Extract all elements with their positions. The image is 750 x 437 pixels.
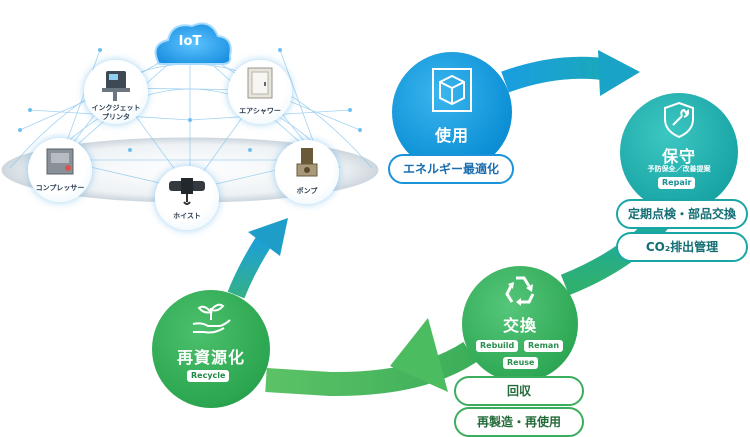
arrow-use-to-maintenance (501, 56, 612, 93)
device-label: エアシャワー (239, 107, 281, 115)
arrowhead-top (598, 50, 640, 96)
iot-title: IoT (178, 34, 202, 49)
stage-exchange: 交換 Rebuild Reman Reuse (462, 266, 578, 382)
hoist-icon (169, 178, 205, 205)
recycle-tag: Recycle (187, 370, 230, 382)
network-nodes (18, 48, 362, 152)
air-shower-icon (247, 67, 273, 99)
device-label-line2: プリンタ (102, 113, 130, 121)
maintenance-detail-2: CO₂排出管理 (616, 232, 748, 262)
maintenance-detail-1: 定期点検・部品交換 (616, 199, 748, 229)
use-detail: エネルギー最適化 (388, 154, 514, 184)
device-label: ホイスト (173, 212, 201, 220)
arrow-exchange-to-recycle (265, 341, 477, 397)
inkjet-printer-icon (102, 71, 130, 101)
exchange-detail-1: 回収 (454, 376, 584, 406)
device-label: ポンプ (296, 187, 318, 195)
cube-icon (432, 68, 472, 112)
repair-tag: Repair (658, 177, 696, 189)
compressor-icon (46, 148, 74, 175)
arrowhead-bottom (390, 318, 448, 392)
arrowhead-left (248, 218, 288, 256)
shield-wrench-icon (664, 101, 694, 139)
stage-title: 保守 (661, 147, 696, 166)
device-label: コンプレッサー (35, 184, 85, 192)
hand-sprout-icon (192, 303, 231, 334)
stage-title: 使用 (434, 126, 469, 145)
exchange-detail-2: 再製造・再使用 (454, 407, 584, 437)
rebuild-tag: Rebuild (476, 340, 519, 352)
device-air-shower: エアシャワー (228, 60, 292, 124)
stage-maintenance: 保守 予防保全／改善提案 Repair (620, 93, 738, 211)
pump-icon (296, 148, 318, 177)
cloud-icon (154, 22, 232, 65)
device-compressor: コンプレッサー (28, 138, 92, 202)
stage-title: 交換 (502, 316, 537, 335)
device-inkjet-printer: インクジェット プリンタ (84, 60, 148, 124)
device-pump: ポンプ (275, 140, 339, 204)
stage-recycle: 再資源化 Recycle (152, 290, 270, 408)
device-hoist: ホイスト (155, 166, 219, 230)
stage-use: 使用 (392, 52, 512, 172)
device-label: インクジェット (91, 104, 141, 112)
stage-subtitle: 予防保全／改善提案 (647, 165, 711, 173)
stage-title: 再資源化 (176, 348, 245, 367)
reman-tag: Reman (524, 340, 564, 352)
reuse-tag: Reuse (503, 357, 539, 369)
recycle-arrows-icon (505, 276, 535, 306)
